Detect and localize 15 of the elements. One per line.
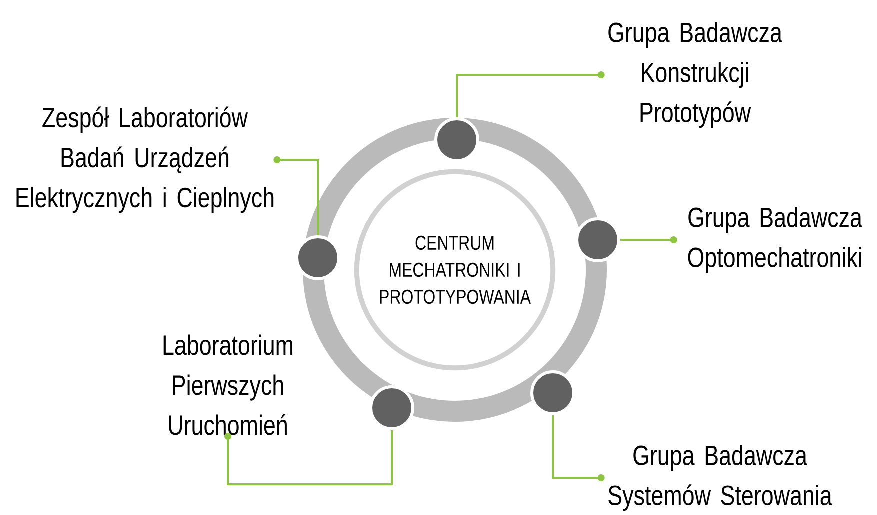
- unit-label: Grupa Badawcza Konstrukcji Prototypów: [608, 22, 782, 128]
- leader-line: [552, 416, 605, 482]
- leader-line: [456, 72, 605, 118]
- leader-line: [274, 156, 319, 236]
- unit-label: Zespół Laboratoriów Badań Urządzeń Elektrycznych i Cieplnych: [16, 106, 274, 214]
- unit-label: Grupa Badawcza Optomechatroniki: [688, 206, 862, 274]
- dot-marker: [296, 236, 340, 280]
- dot-marker: [434, 118, 480, 162]
- unit-label: Laboratorium Pierwszych Uruchomień: [164, 334, 292, 436]
- dot-marker: [370, 386, 414, 430]
- leader-line: [224, 430, 393, 486]
- dot-marker: [530, 370, 576, 416]
- leader-line: [620, 236, 678, 244]
- dot-marker: [576, 218, 620, 262]
- unit-label: Grupa Badawcza Systemów Sterowania: [608, 444, 832, 512]
